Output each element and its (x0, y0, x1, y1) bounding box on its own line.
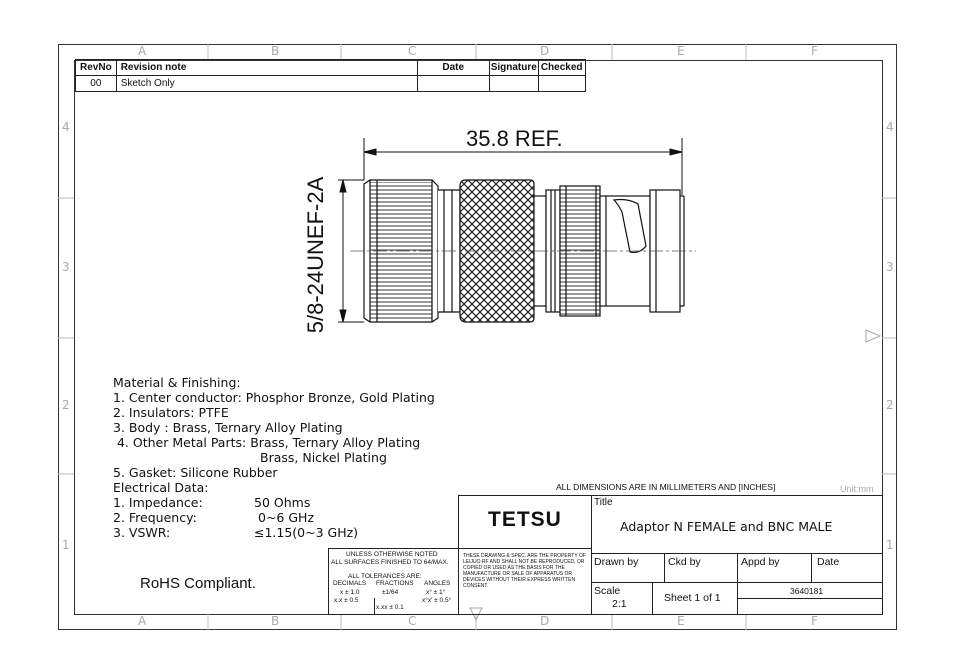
electrical-label: 1. Impedance: (113, 495, 203, 510)
checked-cell (537, 75, 586, 92)
approved-by-label: Appd by (741, 556, 780, 568)
electrical-row: 1. Impedance: 50 Ohms (113, 495, 435, 510)
tolerance-angle-2: x°x' ± 0.5° (422, 597, 452, 604)
date-label: Date (817, 556, 840, 568)
unit-label: Unit:mm (840, 484, 874, 494)
grid-number-3-right: 3 (886, 260, 894, 274)
grid-number-4: 4 (62, 120, 70, 134)
grid-letter-a-bottom: A (138, 614, 147, 628)
material-item: Brass, Nickel Plating (260, 450, 387, 465)
material-item: 2. Insulators: PTFE (113, 405, 229, 420)
table-row: 00 Sketch Only (75, 75, 586, 92)
grid-number-1-right: 1 (886, 538, 894, 552)
grid-letter-b-bottom: B (271, 614, 280, 628)
grid-letter-e: E (677, 44, 685, 58)
rohs-note: RoHS Compliant. (140, 575, 256, 592)
signature-cell (488, 75, 539, 92)
tolerance-col-fractions: FRACTIONS (376, 580, 414, 587)
company-logo-text: TETSU (488, 508, 562, 531)
material-item: 5. Gasket: Silicone Rubber (113, 465, 278, 480)
tolerance-note-1: UNLESS OTHERWISE NOTED (346, 551, 438, 558)
overall-length-dimension: 35.8 REF. (466, 126, 563, 151)
grid-number-3: 3 (62, 260, 70, 274)
grid-letter-e-bottom: E (677, 614, 685, 628)
tolerance-angle-1: x° ± 1° (426, 589, 446, 596)
electrical-label: 2. Frequency: (113, 510, 197, 525)
tolerance-col-angles: ANGLES (424, 580, 451, 587)
electrical-value: 50 Ohms (254, 495, 311, 510)
grid-number-2-right: 2 (886, 398, 894, 412)
grid-letter-c: C (408, 44, 417, 58)
tolerance-decimal-1: x ± 1.0 (340, 589, 360, 596)
drawn-by-label: Drawn by (594, 556, 639, 568)
grid-letter-f-bottom: F (811, 614, 818, 628)
tolerance-fraction: ±1/64 (382, 589, 399, 596)
scale-label: Scale (594, 585, 621, 597)
grid-number-4-right: 4 (886, 120, 894, 134)
electrical-value: ≤1.15(0~3 GHz) (254, 525, 359, 540)
material-item: 4. Other Metal Parts: Brass, Ternary All… (113, 435, 421, 450)
sheet-number: Sheet 1 of 1 (664, 592, 721, 604)
grid-letter-d-bottom: D (540, 614, 550, 628)
drawing-title: Adaptor N FEMALE and BNC MALE (620, 519, 833, 534)
materials-notes: Material & Finishing: 1. Center conducto… (113, 375, 435, 540)
electrical-row: 3. VSWR: ≤1.15(0~3 GHz) (113, 525, 435, 540)
tolerance-decimal-3: x.xx ± 0.1 (376, 604, 404, 611)
grid-number-1: 1 (62, 538, 70, 552)
electrical-heading: Electrical Data: (113, 480, 209, 495)
checked-by-label: Ckd by (668, 556, 701, 568)
material-item: 3. Body : Brass, Ternary Alloy Plating (113, 420, 343, 435)
dimension-units-note: ALL DIMENSIONS ARE IN MILLIMETERS AND [I… (556, 482, 776, 492)
grid-letter-d: D (540, 44, 550, 58)
title-label: Title (594, 497, 613, 508)
grid-letter-c-bottom: C (408, 614, 417, 628)
grid-letter-a: A (138, 44, 147, 58)
electrical-label: 3. VSWR: (113, 525, 171, 540)
scale-value: 2:1 (612, 598, 627, 610)
electrical-row: 2. Frequency: 0~6 GHz (113, 510, 435, 525)
tolerance-decimal-2: x.x ± 0.5 (334, 597, 359, 604)
tolerance-note-2: ALL SURFACES FINISHED TO 64/MAX. (331, 559, 449, 566)
grid-letter-f: F (811, 44, 818, 58)
proprietary-notice: THESE DRAWING & SPEC. ARE THE PROPERTY O… (463, 553, 586, 589)
tolerance-note-3: ALL TOLERANCES ARE: (348, 573, 422, 580)
dimension-line (338, 138, 683, 323)
grid-number-2: 2 (62, 398, 70, 412)
grid-letter-b: B (271, 44, 280, 58)
revision-table-header: RevNo Revision note Date Signature Check… (75, 59, 586, 76)
material-item: 1. Center conductor: Phosphor Bronze, Go… (113, 390, 435, 405)
materials-heading: Material & Finishing: (113, 375, 241, 390)
revision-table: RevNo Revision note Date Signature Check… (75, 59, 586, 92)
part-number: 3640181 (790, 586, 824, 596)
electrical-value: 0~6 GHz (258, 510, 314, 525)
tolerance-col-decimals: DECIMALS (333, 580, 367, 587)
